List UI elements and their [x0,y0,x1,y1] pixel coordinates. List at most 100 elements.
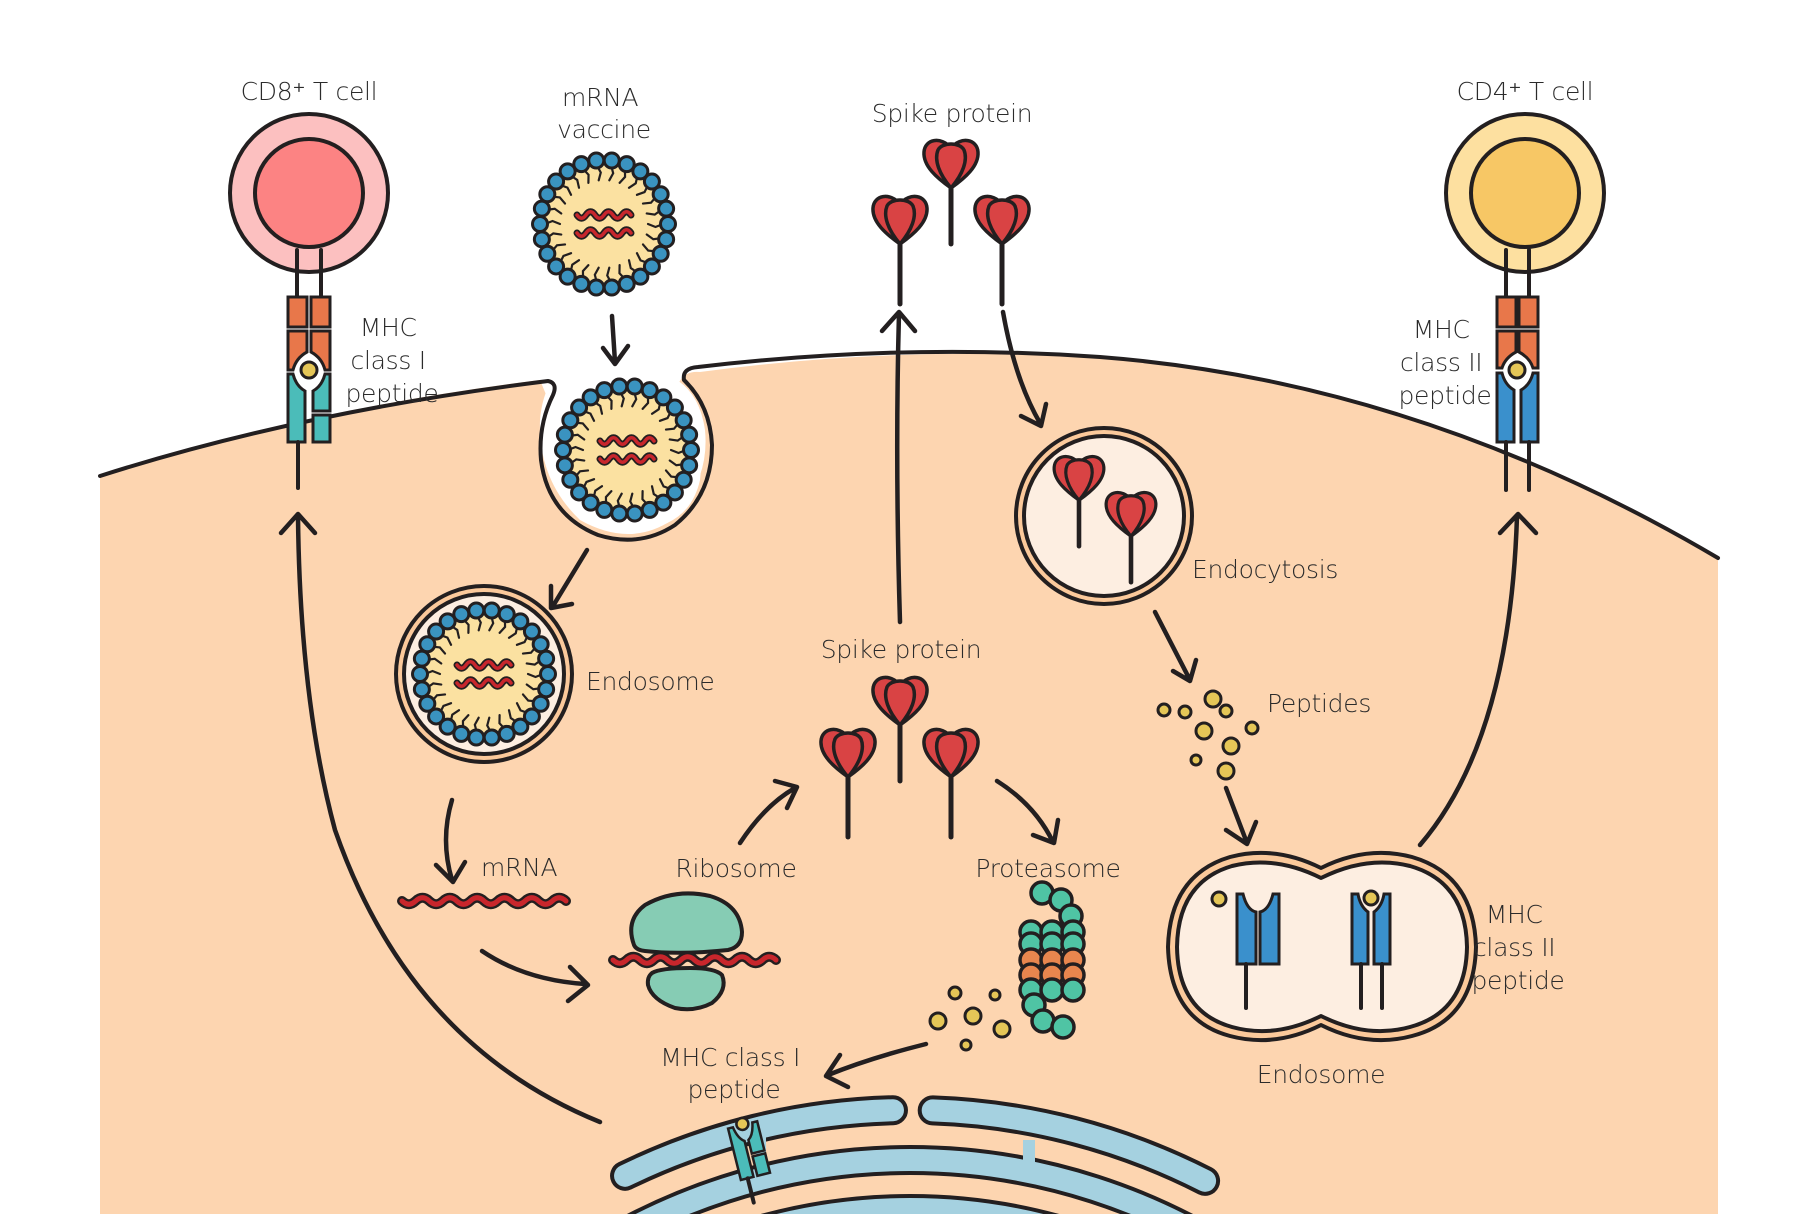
spike-protein [871,194,929,307]
peptide [1362,889,1380,907]
mrna-vaccine-label: mRNA vaccine [557,83,651,144]
proteasome-ring-subunit [1060,977,1086,1003]
spike-head-inner [883,679,917,727]
er-cisterna [610,1095,908,1191]
spike-head-inner [883,198,917,246]
mrna-label: mRNA [481,853,558,882]
peptide [988,988,1002,1002]
lipid-head [511,717,530,736]
label-line: peptide [1398,381,1491,410]
arrow-mrna-to-ribosome [479,948,591,1004]
cd8-cell-nucleus [253,137,365,249]
lipid-head [572,155,591,174]
lipid-head [482,601,501,620]
spike-protein [819,727,877,840]
lnp-core [420,610,548,738]
lnp-core [540,160,668,288]
lipid-head [631,162,650,181]
lipid-head [561,411,580,430]
peptide [1244,720,1260,736]
proteasome-label: Proteasome [975,854,1120,883]
lipid-nanoparticle-in-endosome [411,601,557,747]
peptide [1156,702,1172,718]
lipid-head [467,601,486,620]
cd8-cell-label: CD8⁺ T cell [241,77,378,106]
mhc2-endosome-label: MHC class II peptide [1471,900,1564,995]
label-line: peptide [345,379,438,408]
endoplasmic-reticulum [610,1095,1221,1214]
ribosome-label: Ribosome [675,854,796,883]
lipid-head [558,267,577,286]
cytoplasm [100,353,1718,1214]
spike-head-inner [934,142,968,190]
er-cisterna [761,1193,1059,1214]
arrow-spike-to-surface [879,309,918,625]
mhc2-top-label: MHC class II peptide [1398,315,1491,410]
lipid-head [427,707,446,726]
label-line: class II [1473,933,1555,962]
lipid-head [657,230,676,249]
lipid-head [522,622,541,641]
mhc1-complex-surface [286,295,332,490]
arrow-surface-to-vesicle [1000,309,1049,429]
lipid-head [497,605,516,624]
host-cell [98,349,1720,1214]
lipid-head [657,199,676,218]
er-cisterna [917,1095,1221,1196]
peptide [1216,761,1236,781]
tcr-domain [1517,329,1540,370]
peptide [992,1019,1012,1039]
endocytosis-vesicle: Endocytosis [1014,426,1338,606]
label-line: vaccine [557,115,651,144]
lipid-head [538,244,557,263]
lipid-head [587,151,606,170]
label-line: MHC [360,313,417,342]
mrna-strand [397,892,571,910]
proteasome [1018,880,1086,1040]
mrna-strand [598,436,656,446]
lipid-head [617,274,636,293]
mhc1-alpha-chain [747,1119,766,1156]
spike-protein [1052,454,1106,549]
peptide [1203,689,1223,709]
mhc1-alpha-chain [286,372,307,444]
peptides-cluster-endocytic [1156,689,1260,781]
peptide [735,1116,750,1132]
lipid-head [532,199,551,218]
arrow-pocket-to-endosome [548,547,590,611]
lipid-head [631,267,650,286]
arrow-spike-to-proteasome [994,778,1061,846]
lipid-head [654,388,673,407]
lipid-head [572,274,591,293]
lipid-head [610,377,629,396]
lipid-head [682,441,700,459]
peptide [1189,753,1203,767]
lipid-head [570,398,589,417]
mrna-strand [598,454,656,464]
lipid-head [651,185,670,204]
lipid-head [617,155,636,174]
tcr-domain [309,329,332,372]
lipid-head [625,377,644,396]
lipid-head [452,605,471,624]
spike-proteins-translated [819,675,980,840]
arrow-ribosome-to-spike [737,778,800,846]
peptide [959,1038,973,1052]
label-line: class II [1400,348,1482,377]
er-connector [1023,1140,1035,1180]
lipid-head [654,493,673,512]
lipid-head [665,398,684,417]
spike-protein-top-label: Spike protein [872,99,1033,128]
spike-head-inner [1116,494,1146,538]
peptide [947,985,963,1001]
lipid-head [625,504,644,523]
lipid-head [539,665,557,683]
lipid-head [531,694,550,713]
lipid-head [537,680,556,699]
mhc1-complex-er [726,1116,772,1205]
lipid-head [642,257,661,276]
peptides-cluster-proteasomal [928,985,1012,1052]
mhc1-alpha-chain [726,1125,756,1182]
